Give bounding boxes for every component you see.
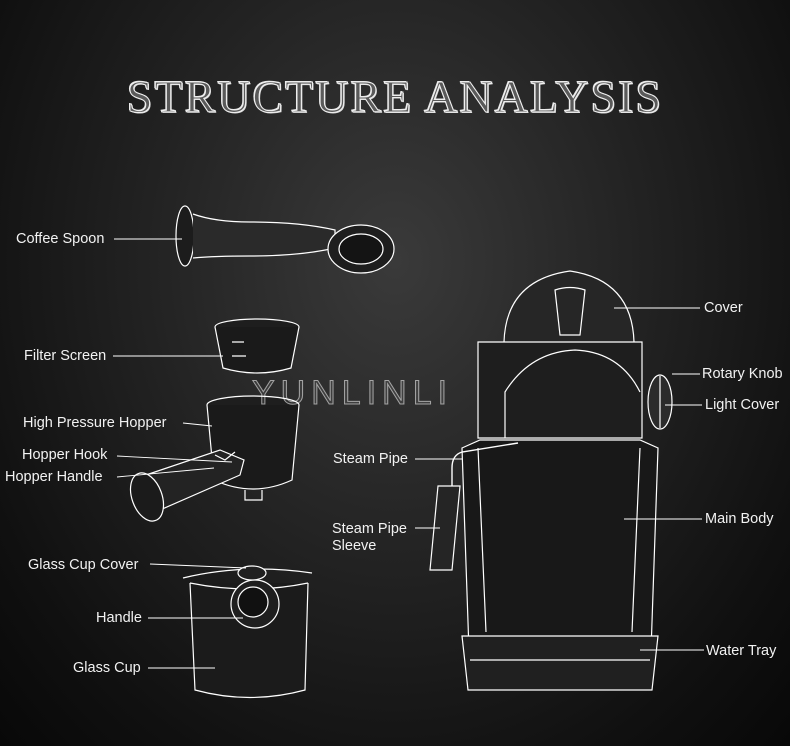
label-glass-cup-cover: Glass Cup Cover [28, 557, 139, 573]
label-hopper-hook: Hopper Hook [22, 447, 108, 463]
coffee-machine-drawing [429, 270, 673, 691]
label-coffee-spoon: Coffee Spoon [16, 231, 105, 247]
label-high-pressure-hopper: High Pressure Hopper [23, 415, 167, 431]
label-steam-pipe-sleeve-line1: Steam Pipe [332, 521, 407, 537]
label-steam-pipe: Steam Pipe [333, 451, 408, 467]
label-handle: Handle [96, 610, 142, 626]
glass-cup-drawing [182, 565, 313, 699]
filter-screen-drawing [214, 318, 300, 374]
hopper-drawing [129, 395, 300, 522]
label-rotary-knob: Rotary Knob [702, 366, 783, 382]
label-water-tray: Water Tray [706, 643, 777, 659]
leader-lines [113, 238, 704, 669]
coffee-spoon-drawing [175, 205, 395, 274]
watermark: YUNLINLI [251, 374, 454, 413]
label-steam-pipe-sleeve-line2: Sleeve [332, 537, 377, 554]
label-glass-cup: Glass Cup [73, 660, 141, 676]
diagram-title: STRUCTURE ANALYSIS [126, 71, 664, 123]
label-light-cover: Light Cover [705, 397, 780, 413]
label-main-body: Main Body [705, 511, 774, 527]
label-steam-pipe-sleeve: Steam Pipe Sleeve [332, 521, 407, 554]
label-filter-screen: Filter Screen [24, 348, 107, 364]
label-cover: Cover [704, 300, 743, 316]
label-hopper-handle: Hopper Handle [5, 469, 103, 485]
